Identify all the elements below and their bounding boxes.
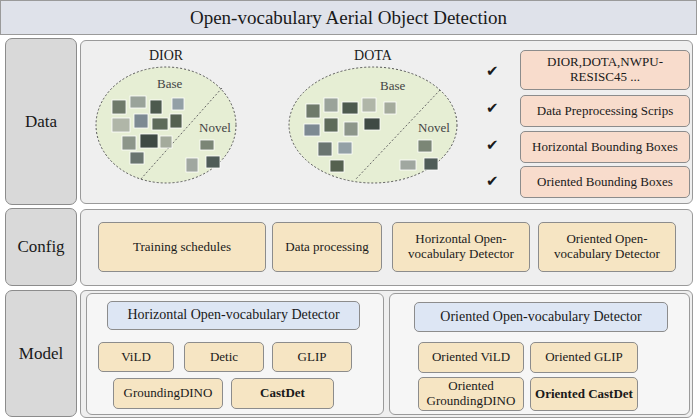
detector-group-header: Horizontal Open-vocabulary Detector [107, 301, 360, 330]
box-text: ViLD [121, 350, 151, 365]
data-feature-box: Data Preprocessing Scrips [520, 95, 690, 127]
check-mark: ✔ [486, 136, 499, 154]
box-text: Data Preprocessing Scrips [537, 104, 673, 119]
detector-box: Oriented GLIP [530, 342, 638, 373]
box-text: Horizontal Bounding Boxes [532, 140, 678, 155]
detector-box: Oriented ViLD [418, 342, 524, 373]
box-text: Oriented Open-vocabulary Detector [440, 309, 641, 325]
box-text: Detic [210, 350, 238, 365]
box-text: Oriented Open-vocabulary Detector [543, 232, 671, 262]
box-text: Oriented ViLD [432, 350, 510, 365]
check-mark: ✔ [486, 62, 499, 80]
split-label: Novel [418, 120, 450, 136]
data-feature-box: DIOR,DOTA,NWPU-RESISC45 ... [520, 50, 690, 90]
box-text: Oriented CastDet [535, 387, 633, 402]
detector-group-header: Oriented Open-vocabulary Detector [414, 302, 668, 332]
data-feature-box: Horizontal Bounding Boxes [520, 131, 690, 163]
detector-box: Oriented CastDet [530, 377, 638, 411]
data-feature-box: Oriented Bounding Boxes [520, 166, 690, 198]
detector-box: Oriented GroundingDINO [418, 377, 524, 411]
row-label-box: Data [5, 38, 77, 205]
box-text: Data processing [285, 240, 368, 255]
split-label: Base [380, 78, 405, 94]
detector-box: ViLD [98, 342, 174, 372]
dataset-name: DIOR [95, 48, 237, 64]
box-text: DIOR,DOTA,NWPU-RESISC45 ... [525, 55, 685, 85]
config-box: Horizontal Open-vocabulary Detector [392, 222, 530, 272]
box-text: Data [25, 112, 57, 132]
row-label-box: Config [5, 208, 77, 286]
box-text: Oriented GLIP [545, 350, 623, 365]
box-text: Oriented GroundingDINO [423, 379, 519, 409]
box-text: Config [17, 237, 64, 257]
split-label: Novel [199, 120, 231, 136]
config-box: Training schedules [98, 222, 266, 272]
box-text: Oriented Bounding Boxes [537, 175, 673, 190]
box-text: Training schedules [133, 240, 231, 255]
box-text: Horizontal Open-vocabulary Detector [127, 307, 339, 323]
config-box: Oriented Open-vocabulary Detector [538, 222, 676, 272]
detector-box: GroundingDINO [113, 378, 223, 409]
check-mark: ✔ [486, 99, 499, 117]
dataset-name: DOTA [288, 48, 458, 64]
config-box: Data processing [272, 222, 382, 272]
detector-box: CastDet [231, 378, 334, 409]
box-text: Model [19, 344, 63, 364]
box-text: GLIP [298, 350, 327, 365]
box-text: CastDet [260, 386, 305, 401]
box-text: Horizontal Open-vocabulary Detector [397, 232, 525, 262]
split-label: Base [157, 76, 182, 92]
row-label-box: Model [5, 290, 77, 417]
detector-box: GLIP [272, 342, 352, 372]
check-mark: ✔ [486, 172, 499, 190]
diagram-title: Open-vocabulary Aerial Object Detection [0, 0, 697, 35]
box-text: GroundingDINO [124, 386, 213, 401]
detector-box: Detic [184, 342, 264, 372]
